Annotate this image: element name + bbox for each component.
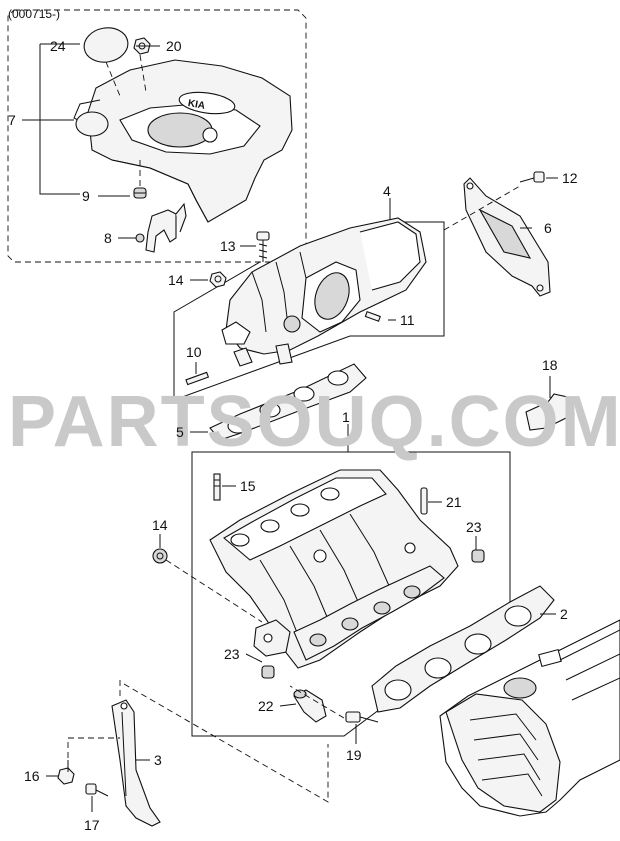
- watermark: PARTSOUQ.COM: [8, 382, 620, 462]
- callout-20: 20: [166, 38, 182, 54]
- callout-12: 12: [562, 170, 578, 186]
- leader-22: [279, 703, 297, 707]
- nut-23-left: [261, 665, 275, 679]
- pin-21: [420, 487, 428, 515]
- callout-22: 22: [258, 698, 274, 714]
- callout-24: 24: [50, 38, 66, 54]
- leader-20-dash: [139, 54, 147, 93]
- leader-bracket-7: [39, 44, 80, 195]
- leader-12-dash: [443, 185, 521, 231]
- bolt-19: [345, 711, 379, 723]
- callout-17: 17: [84, 817, 100, 833]
- callout-15: 15: [240, 478, 256, 494]
- callout-1: 1: [342, 409, 350, 425]
- engine-cover: KIA: [73, 59, 293, 223]
- callout-16: 16: [24, 768, 40, 784]
- sensor-block: [253, 619, 291, 657]
- callout-8: 8: [104, 230, 112, 246]
- callout-9: 9: [82, 188, 90, 204]
- bolt-17: [85, 783, 109, 797]
- bolt-12: [519, 171, 545, 183]
- callout-11: 11: [400, 312, 415, 328]
- callout-23-left: 23: [224, 646, 240, 662]
- callout-2: 2: [560, 606, 568, 622]
- callout-21: 21: [446, 494, 462, 510]
- cylinder-head: [439, 619, 620, 817]
- gasket-5: [209, 363, 367, 441]
- stud-15: [213, 473, 221, 501]
- bolt-13: [256, 231, 270, 262]
- kia-logo: KIA: [187, 98, 206, 112]
- callout-5: 5: [176, 424, 184, 440]
- leader-16-dash: [67, 737, 120, 758]
- callout-4: 4: [383, 183, 391, 199]
- callout-14-top: 14: [168, 272, 184, 288]
- bracket-18: [525, 393, 575, 431]
- gasket-2: [371, 585, 555, 713]
- nut-23-right: [471, 549, 485, 563]
- leader-19-dash: [289, 685, 345, 719]
- callout-14-lower: 14: [152, 517, 168, 533]
- callout-7: 7: [8, 112, 16, 128]
- leader-14-lower-dash: [165, 559, 263, 623]
- fitting-22: [293, 689, 327, 723]
- callout-19: 19: [346, 747, 362, 763]
- diagram-code: (000715-): [8, 7, 60, 21]
- leader-3-dash-b: [123, 683, 329, 803]
- callout-3: 3: [154, 752, 162, 768]
- nut-14-lower: [152, 548, 168, 564]
- bracket-6: [463, 177, 551, 297]
- upper-intake-manifold: [221, 217, 427, 367]
- bolt-16: [57, 760, 75, 785]
- leader-24-dash: [105, 61, 121, 97]
- callout-13: 13: [220, 238, 236, 254]
- callout-6: 6: [544, 220, 552, 236]
- stud-10: [185, 371, 210, 386]
- leader-23-left: [245, 653, 263, 663]
- lower-intake-manifold: [209, 469, 459, 669]
- callout-18: 18: [542, 357, 558, 373]
- callout-23-right: 23: [466, 519, 482, 535]
- bracket-8: [135, 202, 187, 253]
- callout-10: 10: [186, 344, 202, 360]
- bracket-3: [111, 699, 161, 827]
- stud-11: [364, 311, 381, 322]
- cap-24: [83, 27, 129, 63]
- nut-14-top: [209, 271, 227, 288]
- grommet-9: [133, 187, 147, 199]
